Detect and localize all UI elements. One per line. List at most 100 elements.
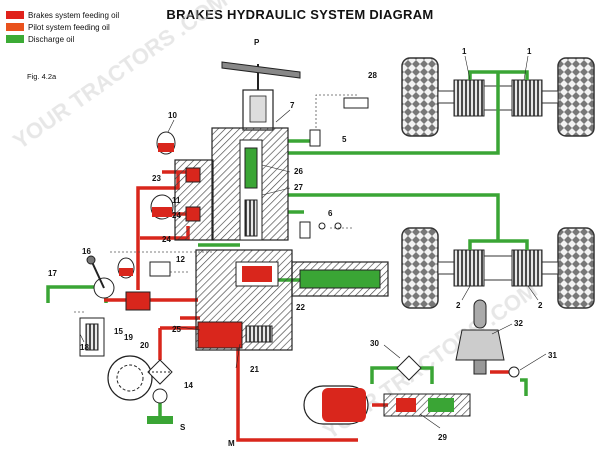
master-cylinder-inner — [249, 95, 267, 123]
label-21: 21 — [250, 365, 259, 374]
leader-31 — [519, 353, 547, 371]
legend: Brakes system feeding oil Pilot system f… — [6, 9, 119, 45]
axle-front-beam-right — [541, 90, 559, 104]
pump-s — [152, 388, 168, 404]
switch-6-body — [299, 221, 311, 239]
pipe-to-front-axle — [288, 72, 500, 155]
label-11: 11 — [172, 196, 181, 205]
brake-rear-right — [511, 249, 543, 287]
diagram-title: BRAKES HYDRAULIC SYSTEM DIAGRAM — [166, 7, 434, 22]
valve-22-spool — [299, 269, 381, 289]
brake-front-right — [511, 79, 543, 117]
rear-axle — [401, 227, 595, 309]
pipe-filter-30 — [370, 366, 434, 384]
cylinder-19 — [79, 317, 105, 357]
reservoir-11-fill — [152, 207, 172, 217]
leader-10 — [167, 119, 175, 133]
valve-22-lower-red — [197, 321, 243, 349]
label-29: 29 — [438, 433, 447, 442]
axle-rear-beam-left — [437, 261, 455, 275]
accumulator-main-fill — [322, 388, 366, 422]
label-15: 15 — [114, 327, 123, 336]
leader-27 — [261, 187, 291, 196]
legend-swatch-brakes — [6, 11, 24, 19]
tyre-rear-left — [401, 227, 439, 309]
leader-25 — [173, 325, 201, 331]
label-s: S — [180, 423, 186, 432]
brake-front-left — [453, 79, 485, 117]
label-2a: 2 — [456, 301, 461, 310]
label-5: 5 — [342, 135, 347, 144]
pilot-line-28 — [315, 94, 358, 128]
leader-2b — [527, 285, 539, 301]
label-31: 31 — [548, 351, 557, 360]
pedal-lever — [221, 61, 301, 79]
label-19: 19 — [124, 333, 133, 342]
lamp-6b — [334, 222, 342, 230]
label-6: 6 — [328, 209, 333, 218]
label-20: 20 — [140, 341, 149, 350]
valve-15 — [125, 291, 151, 311]
leader-26 — [261, 164, 291, 173]
leader-29 — [419, 413, 441, 429]
valve-23 — [185, 167, 201, 183]
joystick-stem — [473, 359, 487, 375]
leader-30 — [383, 344, 401, 359]
valve-12 — [149, 261, 171, 277]
filter-14 — [147, 359, 173, 424]
lamp-6a — [318, 222, 326, 230]
label-25: 25 — [172, 325, 181, 334]
valve-22-red-core — [242, 266, 272, 282]
label-24a: 24 — [172, 211, 181, 220]
label-1b: 1 — [527, 47, 532, 56]
filter-30 — [396, 355, 422, 381]
reservoir-11 — [150, 194, 174, 220]
callout-labels: P S M 1 1 2 2 5 6 7 10 11 12 14 15 16 17… — [48, 38, 557, 448]
reservoir-10-fill — [158, 143, 174, 152]
label-1a: 1 — [462, 47, 467, 56]
valve-spring — [244, 199, 258, 237]
figure-label: Fig. 4.2a — [27, 72, 57, 81]
valve-31-body — [508, 366, 520, 378]
legend-item-discharge: Discharge oil — [6, 33, 119, 45]
valve-22-spring — [245, 325, 273, 343]
pressure-switch-5 — [309, 129, 321, 147]
accumulator-16 — [117, 257, 135, 279]
joystick-base — [455, 329, 505, 361]
leader-lines — [79, 55, 547, 429]
legend-swatch-pilot — [6, 23, 24, 31]
leader-21 — [235, 343, 241, 369]
tyre-rear-right — [557, 227, 595, 309]
label-24b: 24 — [162, 235, 171, 244]
tyre-front-right — [557, 57, 595, 137]
label-17: 17 — [48, 269, 57, 278]
label-7: 7 — [290, 101, 295, 110]
accumulator-16-fill — [119, 268, 133, 276]
valve-29-red — [396, 398, 416, 412]
label-18: 18 — [80, 343, 89, 352]
switch-5-body — [309, 129, 321, 147]
joystick-handle — [473, 299, 487, 329]
leader-2a — [461, 285, 471, 301]
valve-12-body — [149, 261, 171, 277]
pipe-rear-brakes — [468, 239, 529, 250]
label-p: P — [254, 38, 260, 47]
master-cylinder — [211, 89, 289, 241]
valve-24 — [185, 206, 201, 222]
filter-30-body — [396, 355, 422, 381]
main-valve-22 — [195, 249, 389, 351]
label-2b: 2 — [538, 301, 543, 310]
leader-32 — [491, 323, 513, 335]
axle-rear-center — [483, 255, 513, 281]
label-14: 14 — [184, 381, 193, 390]
tank-s — [147, 416, 173, 424]
leader-18 — [79, 333, 85, 343]
legend-swatch-discharge — [6, 35, 24, 43]
valve-15-body — [125, 291, 151, 311]
front-axle — [401, 57, 595, 137]
legend-item-pilot: Pilot system feeding oil — [6, 21, 119, 33]
switch-28 — [343, 97, 369, 109]
axle-front-beam-left — [437, 90, 455, 104]
label-10: 10 — [168, 111, 177, 120]
